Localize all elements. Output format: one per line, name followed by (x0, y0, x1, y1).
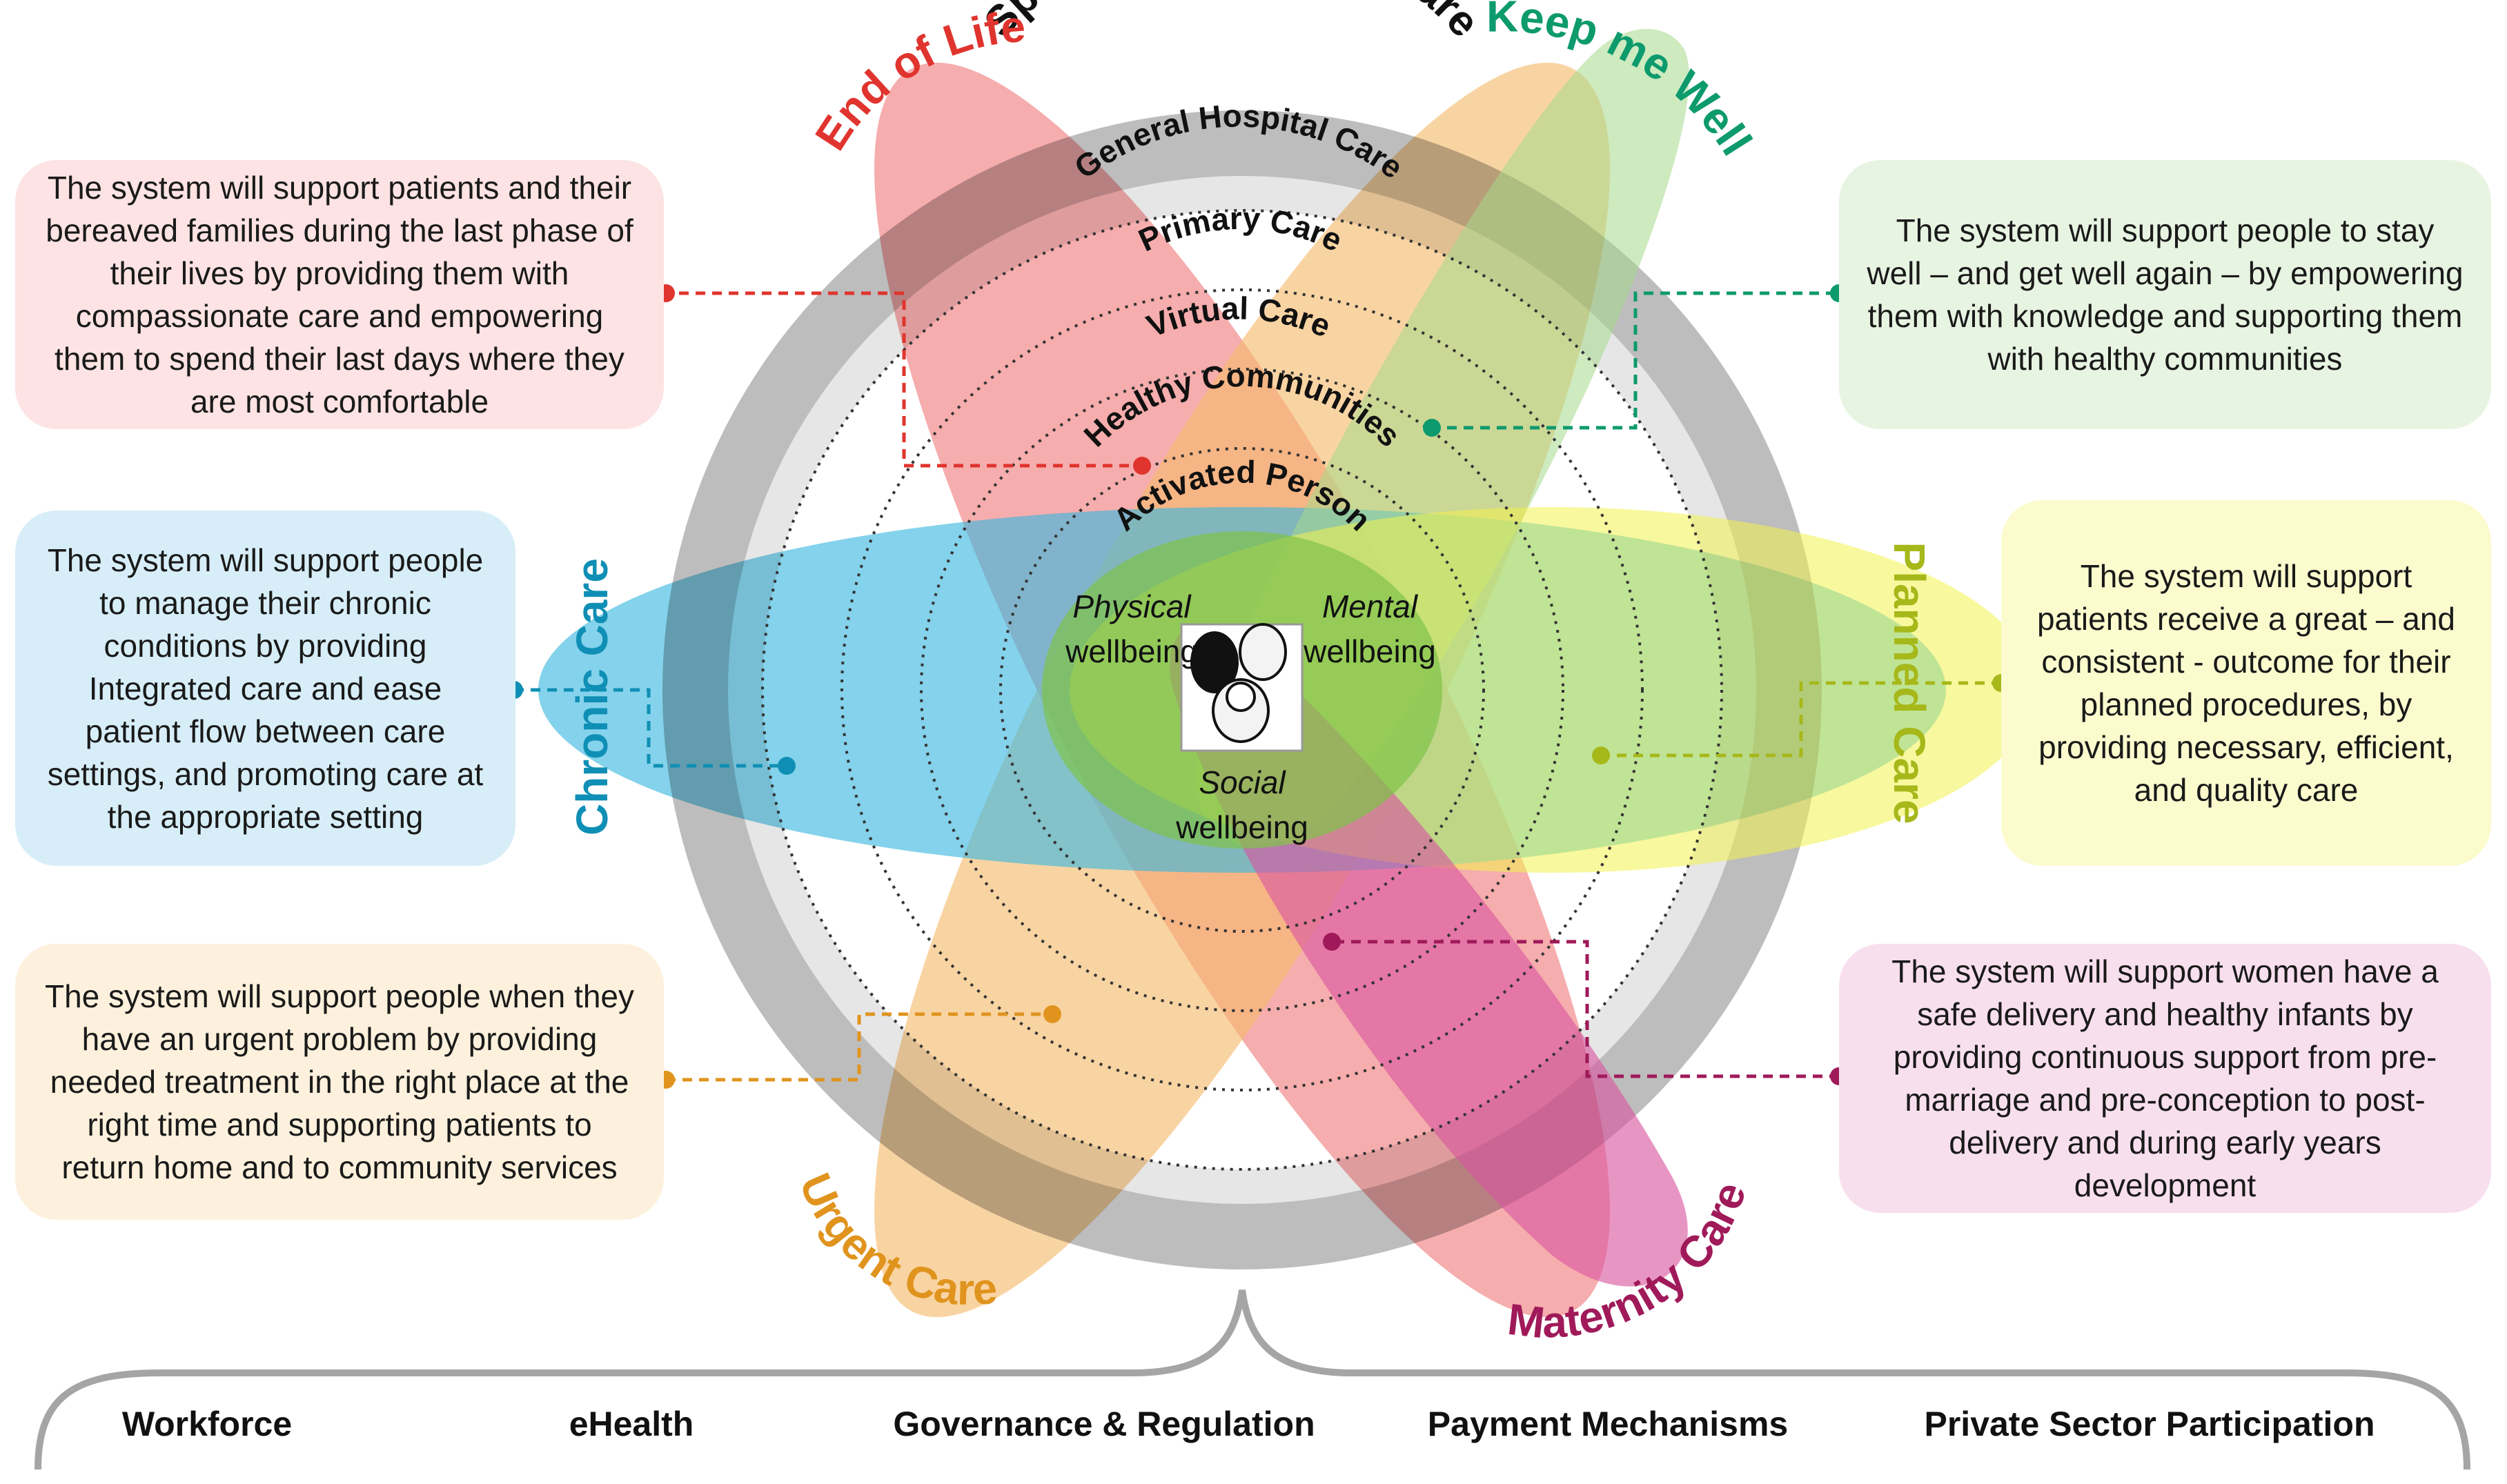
dot-urgent-care-band (1043, 1005, 1061, 1023)
pillar-payment: Payment Mechanisms (1427, 1405, 1789, 1443)
social-label: Social (1199, 764, 1286, 800)
pillar-private-sector: Private Sector Participation (1924, 1405, 2375, 1443)
mental-label: Mental (1322, 588, 1419, 624)
dot-end-of-life-band (1133, 457, 1151, 475)
connector-maternity-care (1332, 940, 1839, 1078)
end-of-life-description: The system will support patients and the… (15, 160, 664, 429)
social-wellbeing-label: wellbeing (1175, 809, 1308, 845)
connector-end-of-life (662, 291, 1139, 468)
mental-wellbeing-label: wellbeing (1303, 633, 1436, 669)
planned-care-description: The system will support patients receive… (2001, 500, 2491, 866)
virtual-care-ring (840, 288, 1644, 1091)
connector-planned-care (1601, 681, 2001, 758)
connector-keep-me-well (1432, 291, 1836, 430)
healthy-communities-ring (920, 368, 1564, 1012)
connector-chronic-care (514, 688, 787, 768)
ring-label-specialized: Specialized Hospital Care (975, 0, 1488, 46)
family-icon (1180, 623, 1304, 752)
urgent-care-description: The system will support people when they… (15, 944, 664, 1220)
pathway-label-chronic-care: Chronic Care (567, 558, 617, 835)
physical-label: Physical (1072, 588, 1192, 624)
chronic-care-description: The system will support people to manage… (15, 511, 515, 866)
keep-me-well-description: The system will support people to stay w… (1839, 160, 2491, 429)
pillar-ehealth: eHealth (569, 1405, 694, 1443)
maternity-care-description: The system will support women have a saf… (1839, 944, 2491, 1213)
pillar-workforce: Workforce (121, 1405, 293, 1443)
foundation-brace (35, 1289, 2470, 1470)
pillar-governance: Governance & Regulation (893, 1405, 1315, 1443)
dot-chronic-care-band (778, 757, 796, 775)
physical-wellbeing-label: wellbeing (1065, 633, 1198, 669)
dot-maternity-care-band (1323, 933, 1341, 951)
primary-care-ring (761, 209, 1723, 1171)
dot-planned-care-band (1592, 746, 1610, 764)
dot-keep-me-well-band (1423, 419, 1441, 437)
connector-urgent-care (666, 1012, 1052, 1082)
activated-person-ring (999, 447, 1485, 933)
